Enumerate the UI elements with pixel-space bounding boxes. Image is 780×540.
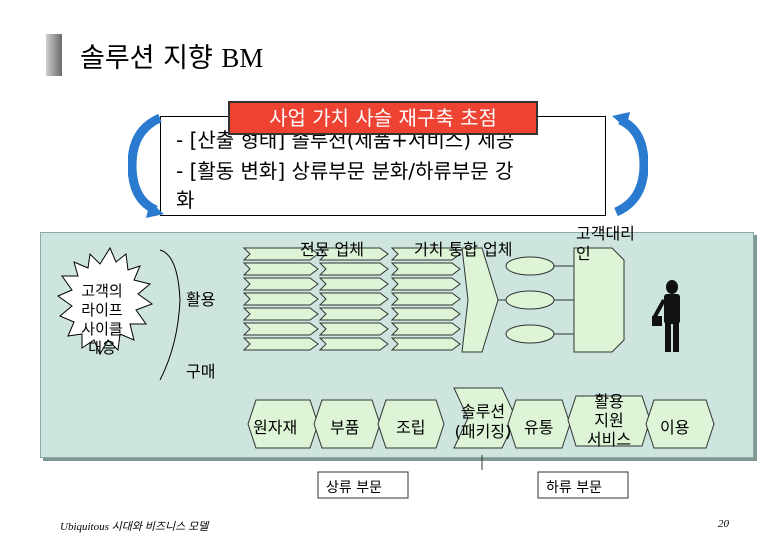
agent-label-line-1: 고객대리 (576, 224, 635, 243)
bullet-continuation: 화 (176, 188, 195, 212)
stage-parts: 부품 (330, 418, 360, 437)
person-icon (652, 280, 680, 352)
starburst-line-2: 라이프 (81, 301, 123, 319)
stage-distribution: 유통 (524, 418, 554, 437)
starburst-line-1: 고객의 (81, 282, 123, 300)
stage-raw-material: 원자재 (253, 418, 298, 437)
slide-title-bm: BM (221, 43, 264, 73)
right-cycle-arrow-icon (612, 112, 648, 217)
solution-line-2: (패키징) (454, 422, 512, 441)
use-arrow (645, 399, 715, 449)
stage-assembly: 조립 (396, 418, 426, 437)
activity-purchase-bracket (159, 249, 181, 381)
connector-lines (481, 265, 574, 470)
starburst-line-3: 사이클 (81, 320, 123, 338)
activity-label: 활용 (186, 290, 216, 309)
parts-arrow (313, 399, 381, 449)
slide-title: 솔루션 지향 BM (80, 36, 263, 75)
starburst-line-4: 대응 (88, 339, 116, 357)
support-line-1: 활용 (594, 392, 624, 411)
slide-title-text: 솔루션 지향 (80, 43, 213, 74)
upstream-label: 상류 부문 (326, 480, 382, 496)
bullet-activity-change: - [활동 변화] 상류부문 분화/하류부문 강 (176, 159, 514, 183)
title-accent-bar (46, 34, 62, 76)
upstream-box (317, 471, 409, 499)
customer-agent-label: 고객대리 인 (576, 224, 635, 264)
support-line-2: 지원 (594, 411, 624, 430)
stage-use: 이용 (660, 418, 690, 437)
integrator-label: 가치 통합 업체 (414, 240, 513, 259)
downstream-label: 하류 부문 (546, 480, 602, 496)
stage-solution: 솔루션 (패키징) (446, 402, 520, 442)
left-cycle-arrow-icon (128, 113, 164, 218)
stage-usage-support: 활용 지원 서비스 (576, 392, 642, 449)
purchase-label: 구매 (186, 362, 216, 381)
downstream-box (537, 471, 629, 499)
specialist-label: 전문 업체 (300, 240, 364, 259)
footer-text: Ubiquitous 시대와 비즈니스 모델 (60, 521, 209, 533)
raw-material-arrow (247, 399, 319, 449)
specialist-arrow-rows (242, 247, 461, 351)
stage-boxes (247, 387, 715, 449)
solution-packaging-arrow (453, 387, 517, 449)
agent-label-line-2: 인 (576, 244, 591, 263)
customer-lifecycle-starburst (56, 246, 154, 356)
distribution-arrow (507, 399, 571, 449)
focus-banner: 사업 가치 사슬 재구축 초점 (228, 101, 538, 135)
flow-ovals (505, 256, 555, 344)
integrator-pentagon (461, 247, 499, 353)
usage-support-box (567, 395, 651, 447)
page-number: 20 (718, 518, 729, 530)
solution-line-1: 솔루션 (460, 402, 506, 421)
support-line-3: 서비스 (586, 430, 632, 449)
customer-agent-box (573, 247, 625, 353)
customer-lifecycle-label: 고객의 라이프 사이클 대응 (68, 282, 136, 358)
assembly-arrow (377, 399, 445, 449)
